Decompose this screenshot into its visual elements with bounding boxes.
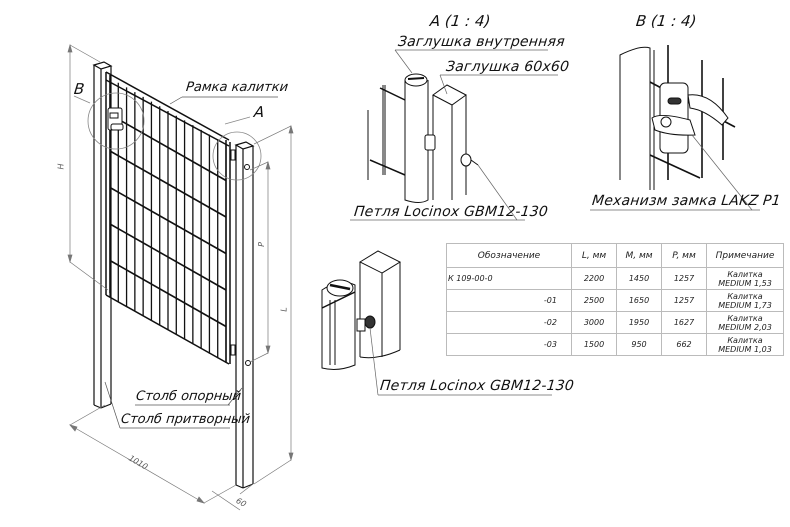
hinge-top-label: Петля Locinox GBM12-130 [353, 204, 549, 220]
cell-l: 3000 [571, 311, 617, 334]
header-m: M, мм [616, 243, 662, 268]
mesh-horizontal-wire [109, 186, 227, 255]
detail-hinge-drawing [321, 250, 402, 370]
spec-table: Обозначение L, мм M, мм P, мм Примечание… [446, 243, 784, 356]
table-row: -01 2500 1650 1257 Калитка MEDIUM 1,73 [446, 289, 784, 312]
callout-circle-a [212, 131, 262, 181]
plug-60-label: Заглушка 60x60 [445, 59, 570, 75]
table-row: -02 3000 1950 1627 Калитка MEDIUM 2,03 [446, 311, 784, 334]
header-designation: Обозначение [446, 243, 572, 268]
cell-l: 2200 [571, 267, 617, 290]
lock-mechanism-label: Механизм замка LAKZ P1 [591, 193, 782, 209]
cell-m: 950 [616, 333, 662, 356]
hinge-icon [230, 149, 251, 366]
table-row: -03 1500 950 662 Калитка MEDIUM 1,03 [446, 333, 784, 356]
dimension-h: H [56, 163, 66, 170]
cell-l: 1500 [571, 333, 617, 356]
cell-p: 1257 [661, 289, 707, 312]
cell-designation: К 109-00-0 [446, 267, 572, 290]
callout-b-label: B [73, 80, 86, 98]
cell-l: 2500 [571, 289, 617, 312]
mesh-horizontal-wire [109, 223, 227, 291]
cell-p: 662 [661, 333, 707, 356]
mesh-horizontal-wire [109, 150, 227, 218]
cell-designation: -02 [446, 311, 572, 334]
callout-circle-b [87, 92, 145, 150]
mesh-horizontal-wire [109, 113, 227, 182]
cell-designation: -01 [446, 289, 572, 312]
table-header-row: Обозначение L, мм M, мм P, мм Примечание [446, 243, 784, 268]
table-row: К 109-00-0 2200 1450 1257 Калитка MEDIUM… [446, 267, 784, 290]
cell-note: Калитка MEDIUM 1,53 [706, 267, 784, 290]
cell-p: 1257 [661, 267, 707, 290]
mesh-horizontal-wire [109, 259, 227, 328]
hinge-bottom-label: Петля Locinox GBM12-130 [379, 378, 575, 394]
header-note: Примечание [706, 243, 784, 268]
cell-m: 1950 [616, 311, 662, 334]
cell-m: 1450 [616, 267, 662, 290]
detail-b-drawing [619, 45, 736, 190]
detail-a-drawing [367, 73, 479, 203]
cell-note: Калитка MEDIUM 2,03 [706, 311, 784, 334]
cell-note: Калитка MEDIUM 1,03 [706, 333, 784, 356]
header-l: L, мм [571, 243, 617, 268]
cell-designation: -03 [446, 333, 572, 356]
support-post [234, 141, 255, 489]
plug-inner-label: Заглушка внутренняя [397, 34, 566, 50]
mesh-horizontal-wires [109, 113, 227, 328]
header-p: P, мм [661, 243, 707, 268]
view-a-title: A (1 : 4) [429, 12, 492, 30]
cell-p: 1627 [661, 311, 707, 334]
lock-icon [107, 107, 124, 131]
dimension-p: P [256, 242, 266, 247]
gate-frame-label: Рамка калитки [185, 80, 289, 95]
cell-note: Калитка MEDIUM 1,73 [706, 289, 784, 312]
view-b-title: B (1 : 4) [635, 12, 698, 30]
latch-post-label: Столб притворный [120, 412, 251, 427]
cell-m: 1650 [616, 289, 662, 312]
support-post-label: Столб опорный [135, 389, 242, 404]
callout-a-label: A [253, 103, 266, 121]
dimension-l: L [279, 307, 289, 312]
